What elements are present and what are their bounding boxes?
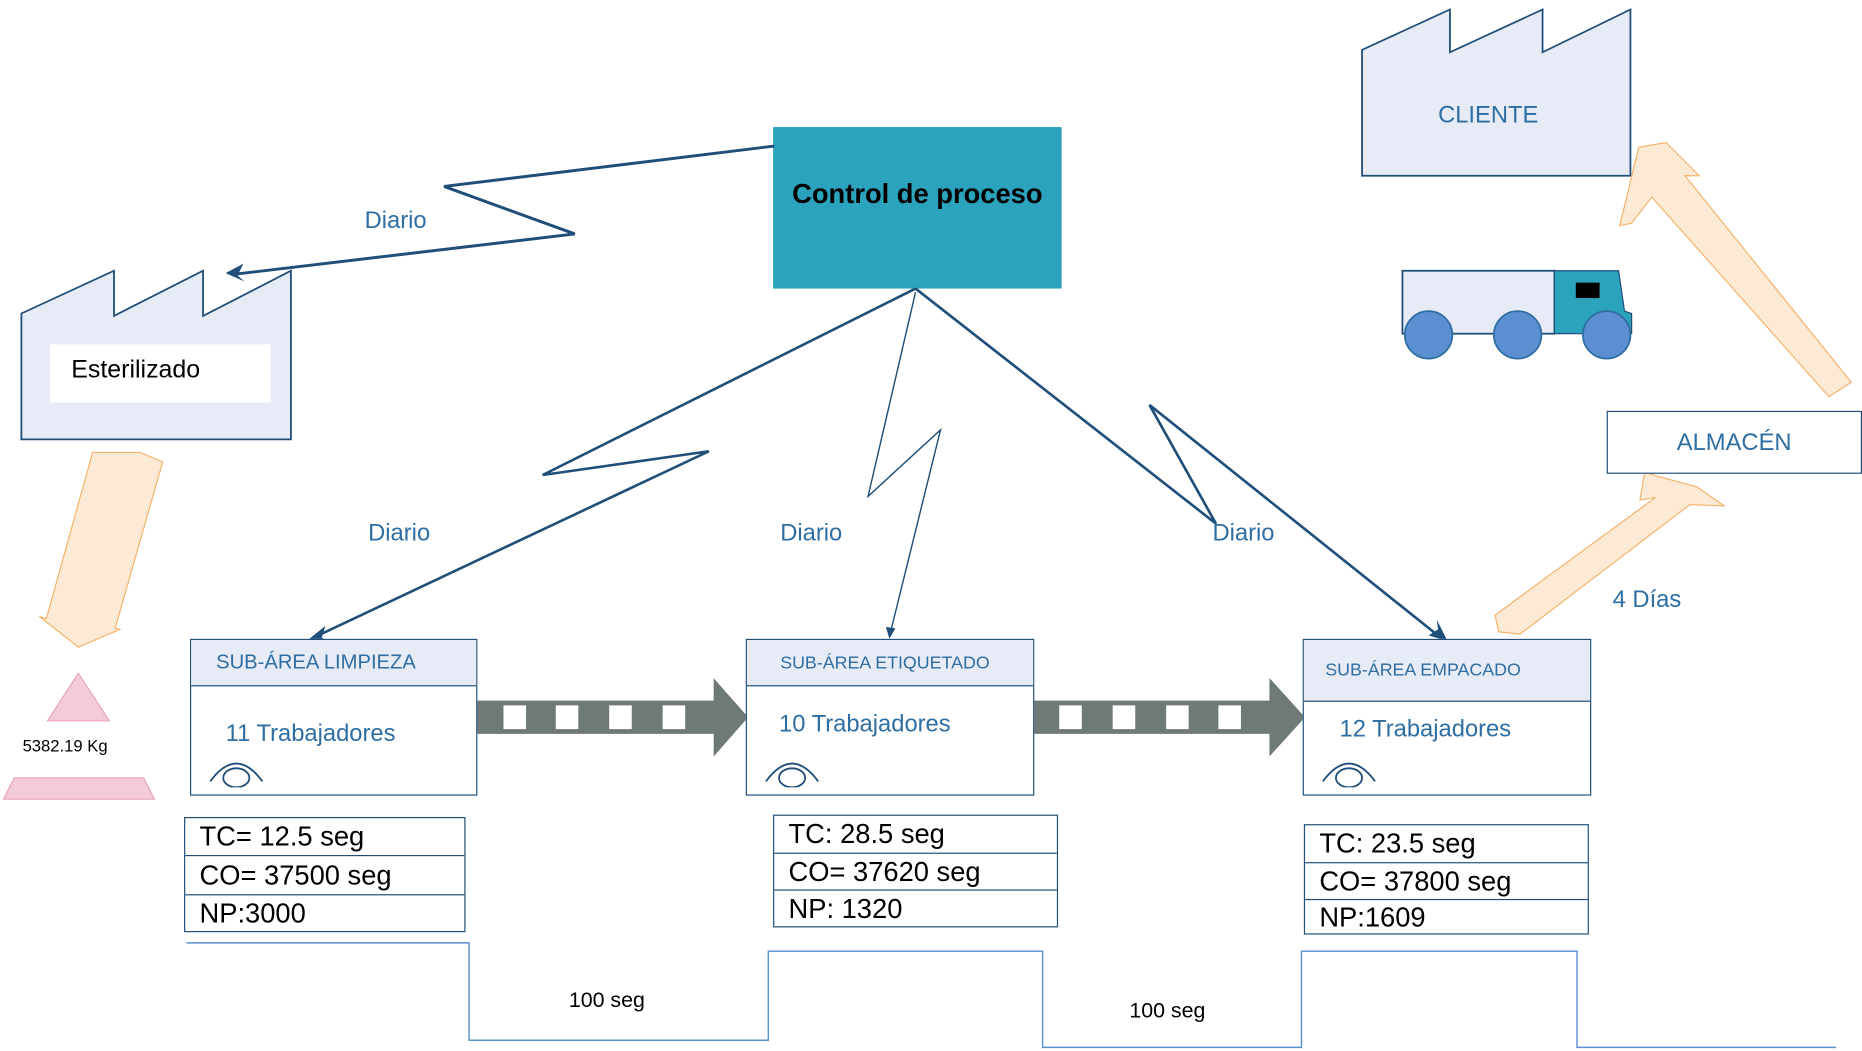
changeover-time: CO= 37500 seg [185, 856, 465, 896]
process-box-etiquetado: SUB-ÁREA ETIQUETADO 10 Trabajadores [745, 638, 1035, 796]
timeline-label: 100 seg [1129, 998, 1206, 1023]
data-box-limpieza: TC= 12.5 seg CO= 37500 seg NP:3000 [184, 817, 466, 933]
process-box-empacado: SUB-ÁREA EMPACADO 12 Trabajadores [1302, 638, 1592, 796]
info-flow-label-limpieza: Diario [368, 520, 431, 547]
lightning-arrow-icon [315, 287, 917, 638]
process-workers: 12 Trabajadores [1339, 716, 1512, 743]
shipment-arrow-icon [38, 451, 164, 648]
warehouse-label: ALMACÉN [1676, 429, 1792, 456]
info-flow-label-etiquetado: Diario [780, 520, 843, 547]
shipment-arrow-icon [1494, 471, 1727, 635]
timeline [186, 942, 1836, 1049]
warehouse-box [1606, 410, 1862, 474]
info-flow-label-supplier: Diario [364, 207, 427, 234]
changeover-time: CO= 37620 seg [774, 854, 1057, 891]
part-count: NP:3000 [199, 897, 306, 929]
data-box-etiquetado: TC: 28.5 seg CO= 37620 seg NP: 1320 [773, 814, 1059, 928]
lightning-arrow-icon [866, 291, 942, 632]
warehouse-lead-time: 4 Días [1612, 586, 1682, 613]
process-name: SUB-ÁREA EMPACADO [1303, 640, 1591, 702]
inventory-triangle-icon [46, 672, 111, 722]
supplier-label-box [49, 344, 271, 403]
shipment-arrow-icon [1618, 141, 1853, 398]
control-box [773, 127, 1062, 289]
info-flow-label-empacado: Diario [1212, 520, 1275, 547]
truck-icon [1401, 269, 1633, 360]
part-count: NP:1609 [1319, 900, 1426, 932]
cycle-time: TC: 28.5 seg [774, 816, 1057, 854]
operator-icon [209, 762, 264, 788]
push-arrow-icon [1033, 678, 1306, 757]
changeover-time: CO= 37800 seg [1305, 863, 1588, 901]
customer-factory-icon [1361, 8, 1632, 177]
control-title: Control de proceso [792, 178, 1043, 209]
lightning-arrow-icon [914, 287, 1441, 638]
inventory-label: 5382.19 Kg [22, 736, 108, 756]
inventory-triangle-base [2, 777, 156, 800]
cycle-time: TC: 23.5 seg [1305, 825, 1588, 864]
data-box-empacado: TC: 23.5 seg CO= 37800 seg NP:1609 [1303, 824, 1589, 935]
customer-label: CLIENTE [1438, 102, 1539, 129]
operator-icon [765, 762, 819, 788]
process-workers: 11 Trabajadores [225, 720, 396, 747]
operator-icon [1322, 762, 1376, 788]
lightning-arrow-icon [233, 144, 775, 276]
cycle-time: TC= 12.5 seg [185, 818, 465, 857]
process-name: SUB-ÁREA ETIQUETADO [746, 640, 1034, 687]
process-workers: 10 Trabajadores [779, 711, 951, 738]
process-name: SUB-ÁREA LIMPIEZA [191, 640, 477, 687]
timeline-label: 100 seg [568, 988, 645, 1012]
process-box-limpieza: SUB-ÁREA LIMPIEZA 11 Trabajadores [190, 638, 478, 796]
push-arrow-icon [477, 678, 749, 757]
part-count: NP: 1320 [788, 892, 903, 924]
supplier-label: Esterilizado [71, 356, 201, 384]
